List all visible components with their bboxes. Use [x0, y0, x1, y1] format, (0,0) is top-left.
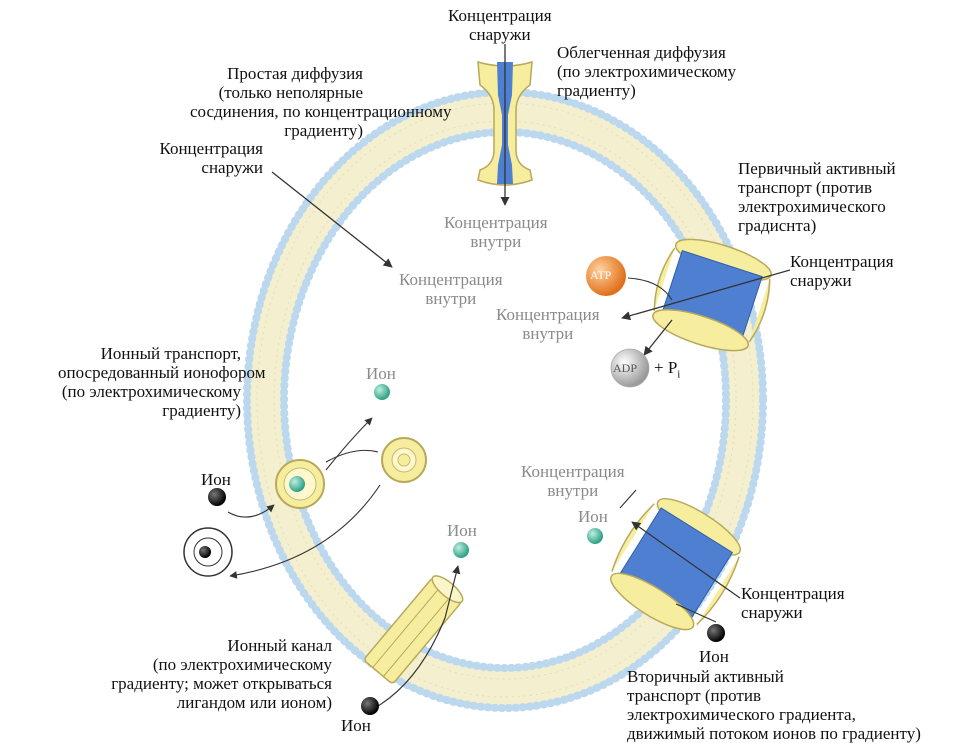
atp-label: ATP	[590, 268, 612, 282]
primary-active-pump	[621, 238, 791, 356]
label-ion-secondary-inside: Ион	[578, 507, 608, 526]
label-ion-ionophore-outside: Ион	[201, 470, 231, 489]
label-secondary-ion-outside: Ион	[699, 647, 729, 666]
adp-molecule-icon	[610, 348, 650, 388]
ion-sphere-icon	[374, 384, 390, 400]
atp-molecule-icon	[586, 256, 626, 296]
ion-sphere-icon	[199, 546, 211, 558]
label-channel-ion-outside: Ион	[341, 716, 371, 735]
label-ion-channel-inside: Ион	[447, 521, 477, 540]
ion-sphere-icon	[208, 488, 226, 506]
label-ionophore: Ионный транспорт,опосредованный ионофоро…	[58, 344, 266, 420]
secondary-active-symporter	[610, 489, 741, 631]
label-facilitated-diffusion: Облегченная диффузия(по электрохимическо…	[557, 43, 737, 100]
label-ion-ionophore-inside: Ион	[366, 364, 396, 383]
ionophore-carrier	[183, 417, 427, 579]
ion-sphere-icon	[289, 476, 305, 492]
ion-sphere-icon	[453, 542, 469, 558]
ion-sphere-icon	[361, 697, 379, 715]
ion-sphere-icon	[707, 624, 725, 642]
adp-label: ADP	[613, 361, 638, 375]
ion-channel-protein	[364, 565, 464, 707]
simple-diffusion-arrow	[271, 171, 393, 268]
ion-sphere-icon	[587, 528, 603, 544]
facilitated-diffusion-protein	[477, 44, 533, 206]
adp-phosphate-label: + Pi	[654, 358, 681, 381]
